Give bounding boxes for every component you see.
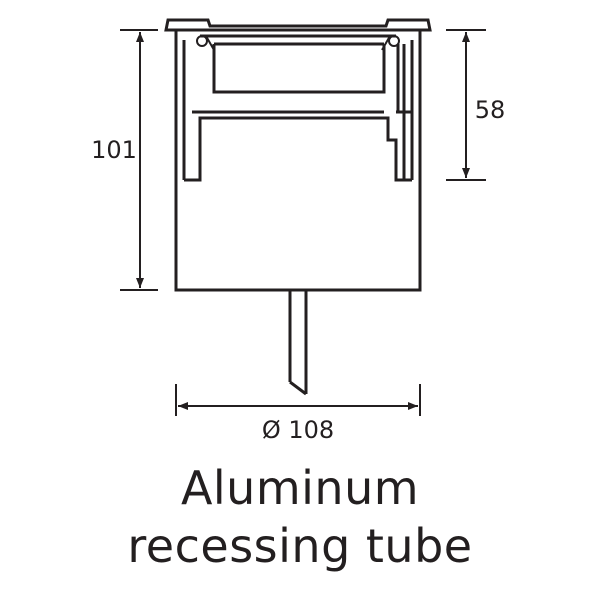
- caption-title-line-2: recessing tube: [127, 519, 473, 573]
- dimension-label-58: 58: [475, 96, 506, 124]
- dimension-label-101: 101: [91, 136, 137, 164]
- caption-title-line-1: Aluminum: [180, 461, 420, 515]
- inner-bracket: [184, 44, 412, 182]
- tube-body: [174, 30, 422, 292]
- dimension-height-total: [120, 29, 158, 291]
- dimension-diameter: [175, 384, 421, 416]
- inner-pocket: [212, 42, 386, 94]
- dimension-height-upper: [446, 29, 486, 181]
- dimension-label-diameter: Ø 108: [262, 416, 334, 444]
- top-flange: [164, 18, 432, 38]
- cable-stem: [288, 290, 308, 396]
